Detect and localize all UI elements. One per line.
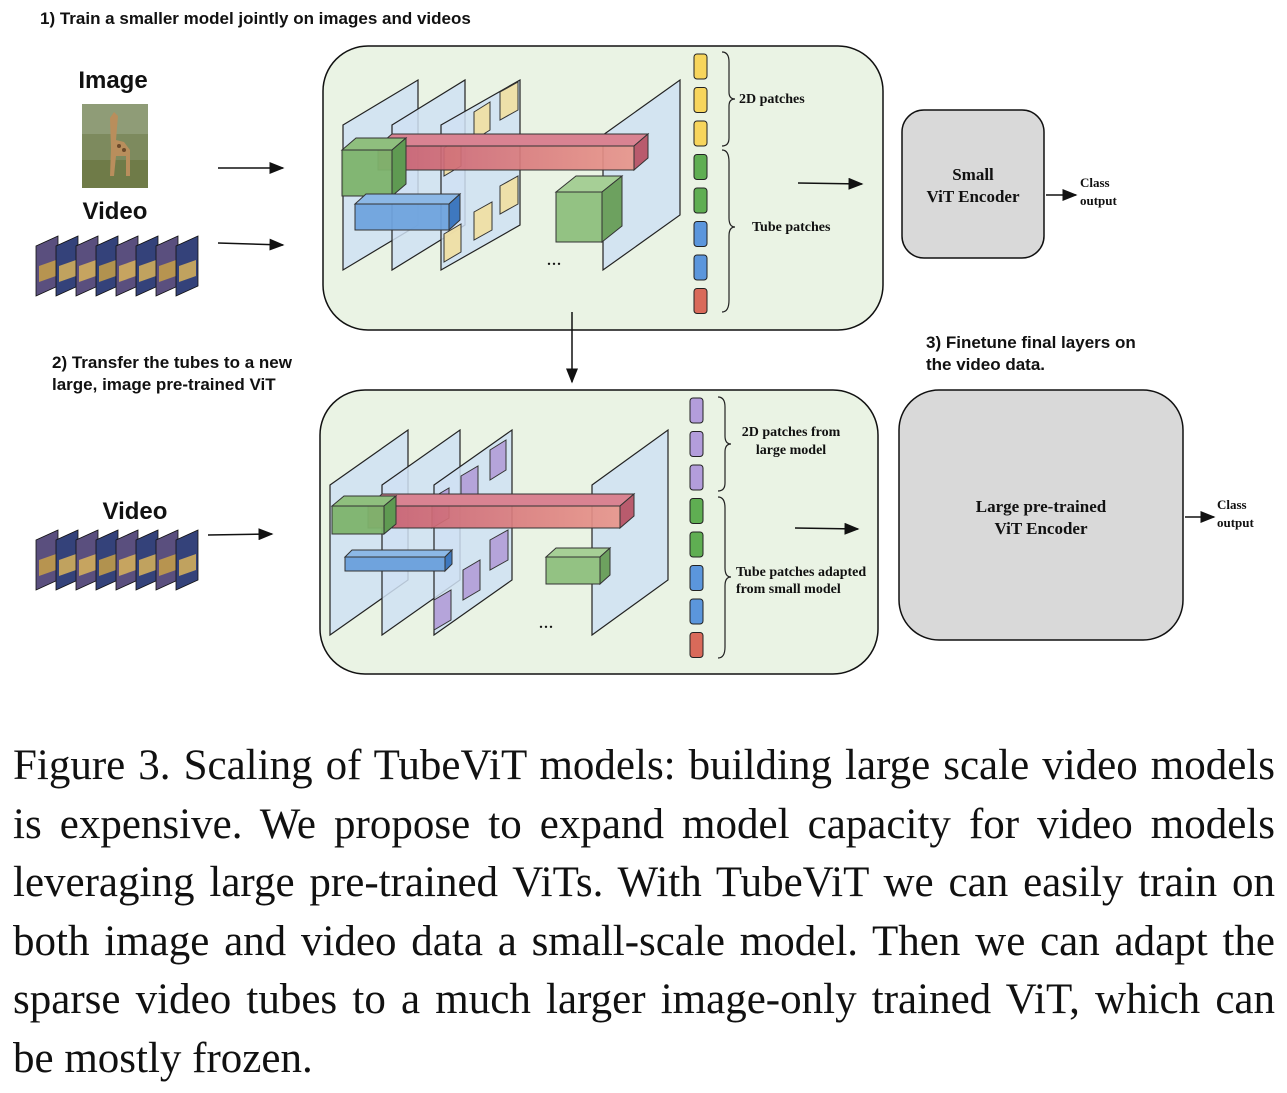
tube-token [689, 598, 704, 625]
tube-token [693, 221, 708, 247]
image-input-label: Image [78, 67, 147, 94]
video-input-label-bottom: Video [103, 498, 168, 525]
video-frame-content [79, 554, 96, 576]
top-token-column [693, 53, 708, 314]
video-frames-thumbnail [35, 235, 199, 297]
small-encoder-line1: Small [952, 165, 994, 184]
video-frame-content [159, 554, 176, 576]
figure-caption: Figure 3. Scaling of TubeViT models: bui… [13, 742, 1275, 1082]
video-frame-content [119, 554, 136, 576]
step2-label-line2: large, image pre-trained ViT [52, 375, 276, 394]
bottom-tokenizer-panel: ... 2D patches from large model Tube pat… [319, 389, 879, 675]
large-encoder-line1: Large pre-trained [976, 497, 1107, 516]
video-frame-content [139, 260, 156, 282]
video-frame-content [179, 554, 196, 576]
giraffe-image-thumbnail [82, 104, 148, 188]
large-vit-encoder: Large pre-trained ViT Encoder [898, 389, 1184, 641]
step3-label-line1: 3) Finetune final layers on [926, 333, 1136, 352]
bottom-2d-patches-brace [717, 396, 732, 492]
small-class-output-line2: output [1080, 193, 1118, 208]
2d-patch-token [693, 120, 708, 147]
2d-patch-token [693, 53, 708, 80]
bottom-tube-patches-brace [717, 496, 732, 659]
tubevit-diagram: 1) Train a smaller model jointly on imag… [35, 9, 1255, 675]
video-frames-thumbnail-bottom [35, 529, 199, 591]
top-ellipsis: ... [547, 248, 562, 270]
bottom-2d-patches-line2: large model [756, 443, 826, 458]
top-tokenizer-panel: ... 2D patches Tube patches [322, 45, 884, 331]
video-frame-content [59, 554, 76, 576]
video-frame-content [179, 260, 196, 282]
video-to-bottom-tokenizer-arrow [207, 528, 274, 541]
small-encoder-line2: ViT Encoder [926, 187, 1019, 206]
video-frame-content [39, 260, 56, 282]
large-encoder-line2: ViT Encoder [994, 519, 1087, 538]
video-frame-content [159, 260, 176, 282]
video-frame-content [99, 554, 116, 576]
2d-patches-brace [721, 51, 736, 147]
bottom-tube-patches-line1: Tube patches adapted [736, 565, 866, 580]
tube-token [693, 154, 708, 180]
tube-token [689, 565, 704, 591]
video-to-tokenizer-arrow [217, 238, 285, 251]
bottom-tube-patches-line2: from small model [736, 582, 841, 597]
tube-token [689, 498, 704, 524]
top-tokens-arrow [797, 177, 864, 190]
small-vit-encoder: Small ViT Encoder [901, 109, 1045, 259]
large-class-output-line1: Class [1217, 497, 1247, 512]
video-input-label: Video [83, 198, 148, 225]
video-frame-content [139, 554, 156, 576]
video-frame-content [59, 260, 76, 282]
video-frame-content [79, 260, 96, 282]
2d-patch-token [689, 464, 704, 491]
video-frame-content [119, 260, 136, 282]
step2-label-line1: 2) Transfer the tubes to a new [52, 353, 293, 372]
bottom-2d-patches-line1: 2D patches from [742, 425, 841, 440]
small-class-output-line1: Class [1080, 175, 1110, 190]
tube-token [693, 288, 708, 314]
step3-label-line2: the video data. [926, 355, 1045, 374]
tube-token [689, 531, 704, 558]
video-frame-content [99, 260, 116, 282]
top-2d-patches-label: 2D patches [739, 92, 805, 107]
bottom-tokens-arrow [794, 522, 860, 535]
video-frame-content [39, 554, 56, 576]
bottom-ellipsis: ... [539, 611, 554, 633]
top-tube-patches-label: Tube patches [752, 220, 831, 235]
2d-patch-token [693, 87, 708, 113]
2d-patch-token [689, 397, 704, 424]
bottom-token-column [689, 397, 704, 658]
large-class-output-line2: output [1217, 515, 1255, 530]
tube-patches-brace [721, 149, 736, 313]
tube-token [693, 187, 708, 214]
tube-token [689, 632, 704, 658]
step1-label: 1) Train a smaller model jointly on imag… [40, 9, 471, 28]
tube-token [693, 254, 708, 281]
2d-patch-token [689, 431, 704, 457]
